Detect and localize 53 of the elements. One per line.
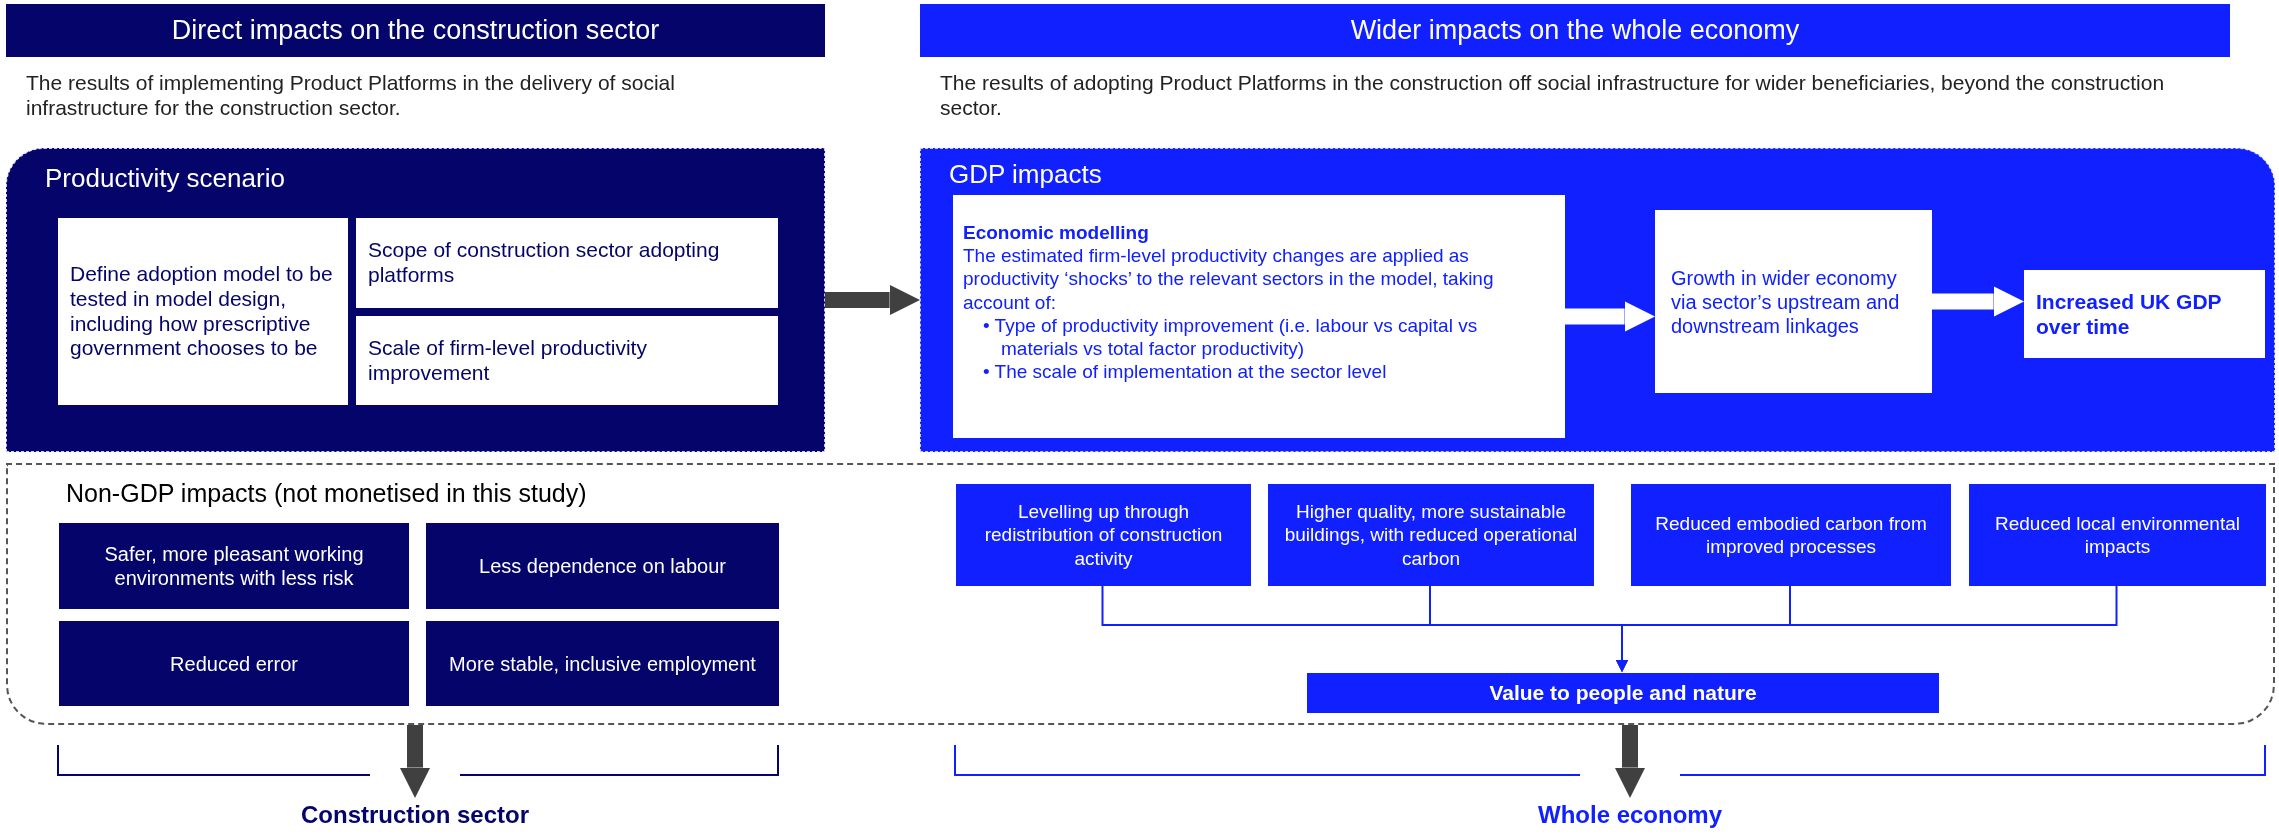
impact-box (956, 484, 1251, 586)
outcome-text: Construction sector (301, 801, 529, 829)
header-text: Wider impacts on the whole economy (1350, 15, 1800, 46)
header-band (920, 4, 2230, 57)
description-text: The results of adopting Product Platforms in the construction off social infrastructure for wider beneficiaries, beyond the construction sector. (940, 70, 2166, 121)
box-text: Scope of construction sector adopting platforms (368, 238, 721, 288)
box-text: Reduced embodied carbon from improved processes (1654, 511, 1928, 559)
value-box (1307, 673, 1939, 713)
box-text: Levelling up through redistribution of construction activity (983, 500, 1224, 570)
block-arrow (1932, 286, 2024, 317)
impact-box (426, 621, 779, 706)
box-text: Increased UK GDP over time (2036, 288, 2223, 340)
block-arrow (1614, 725, 1646, 798)
box-text: The estimated firm-level productivity changes are applied as productivity ‘shocks’ to the relevant sectors in the model, taking account of: (963, 244, 1495, 314)
impacts-panel (920, 148, 2275, 452)
impact-box (426, 523, 779, 609)
impact-box (59, 523, 409, 609)
block-arrow (1565, 301, 1655, 332)
process-box (356, 218, 778, 308)
description-text: The results of implementing Product Platforms in the delivery of social infrastructure for the construction sector. (26, 70, 676, 121)
region-title: Non-GDP impacts (not monetised in this study) (66, 479, 587, 508)
block-arrow (825, 284, 920, 316)
box-text: Growth in wider economy via sector’s upstream and downstream linkages (1671, 265, 1901, 338)
scenario-panel (6, 148, 825, 452)
bullet-item: • The scale of implementation at the sector level (983, 360, 1388, 384)
dashed-region (6, 463, 2275, 725)
header-band (6, 4, 825, 57)
process-box (1655, 210, 1932, 393)
header-text: Direct impacts on the construction sector (171, 15, 660, 46)
panel-title: GDP impacts (949, 159, 1102, 190)
box-text: Safer, more pleasant working environments with less risk (103, 542, 365, 590)
box-text: Scale of firm-level productivity improvement (368, 335, 648, 386)
box-text: Define adoption model to be tested in model design, including how prescriptive government chooses to be (70, 261, 334, 362)
impact-box (1631, 484, 1951, 586)
outcome-text: Whole economy (1538, 801, 1722, 829)
box-text: More stable, inclusive employment (449, 651, 756, 676)
box-text: Value to people and nature (1489, 681, 1757, 705)
box-text: Reduced error (170, 651, 298, 676)
box-text: Less dependence on labour (479, 554, 726, 578)
impact-box (1268, 484, 1594, 586)
arrow (1616, 584, 2118, 672)
impact-box (1969, 484, 2266, 586)
outcome-box (2024, 270, 2265, 358)
impact-box (59, 621, 409, 706)
bullet-item: • Type of productivity improvement (i.e. labour vs capital vs materials vs total factor productivity) (983, 313, 1479, 361)
box-text: Reduced local environmental impacts (1993, 511, 2241, 559)
modelling-box (953, 195, 1565, 438)
process-box (356, 316, 778, 405)
box-heading: Economic modelling (963, 221, 1150, 245)
box-text: Higher quality, more sustainable buildings, with reduced operational carbon (1283, 500, 1579, 570)
block-arrow (399, 725, 431, 798)
panel-title: Productivity scenario (45, 163, 285, 194)
process-box (58, 218, 348, 405)
